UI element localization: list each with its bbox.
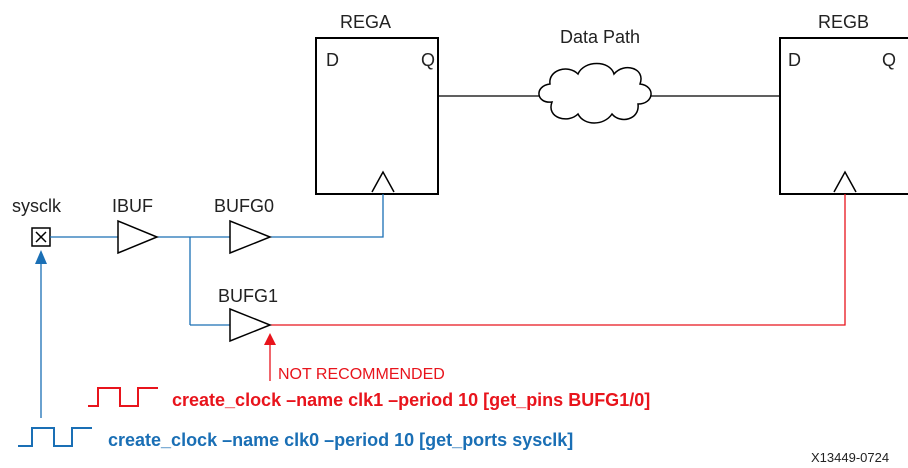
sysclk-label: sysclk bbox=[12, 196, 62, 216]
rega-title: REGA bbox=[340, 12, 391, 32]
clk0-waveform-icon bbox=[18, 427, 92, 447]
clk1-waveform-icon bbox=[88, 387, 158, 407]
rega-register bbox=[315, 37, 439, 195]
data-path-label: Data Path bbox=[560, 27, 640, 47]
red-clock-net bbox=[270, 194, 846, 326]
clk1-command: create_clock –name clk1 –period 10 [get_… bbox=[172, 390, 650, 410]
bufg1-buffer-icon bbox=[229, 307, 273, 343]
bufg0-label: BUFG0 bbox=[214, 196, 274, 216]
regb-q-pin: Q bbox=[882, 50, 896, 70]
rega-q-pin: Q bbox=[421, 50, 435, 70]
regb-clock-pin-icon bbox=[833, 170, 857, 193]
data-path-cloud-icon bbox=[538, 62, 652, 124]
blue-arrow-head-icon bbox=[35, 250, 47, 264]
ibuf-label: IBUF bbox=[112, 196, 153, 216]
bufg0-buffer-icon bbox=[229, 219, 273, 255]
rega-clock-pin-icon bbox=[371, 170, 395, 193]
figure-id: X13449-0724 bbox=[811, 450, 889, 465]
ibuf-buffer-icon bbox=[117, 219, 159, 255]
clk0-command: create_clock –name clk0 –period 10 [get_… bbox=[108, 430, 573, 450]
bufg1-label: BUFG1 bbox=[218, 286, 278, 306]
blue-clock-net bbox=[50, 194, 384, 326]
not-recommended-label: NOT RECOMMENDED bbox=[278, 366, 445, 383]
red-arrow-head-icon bbox=[264, 333, 276, 345]
port-x-mark-icon bbox=[35, 231, 47, 243]
regb-title: REGB bbox=[818, 12, 869, 32]
rega-d-pin: D bbox=[326, 50, 339, 70]
regb-d-pin: D bbox=[788, 50, 801, 70]
regb-register bbox=[779, 37, 908, 195]
